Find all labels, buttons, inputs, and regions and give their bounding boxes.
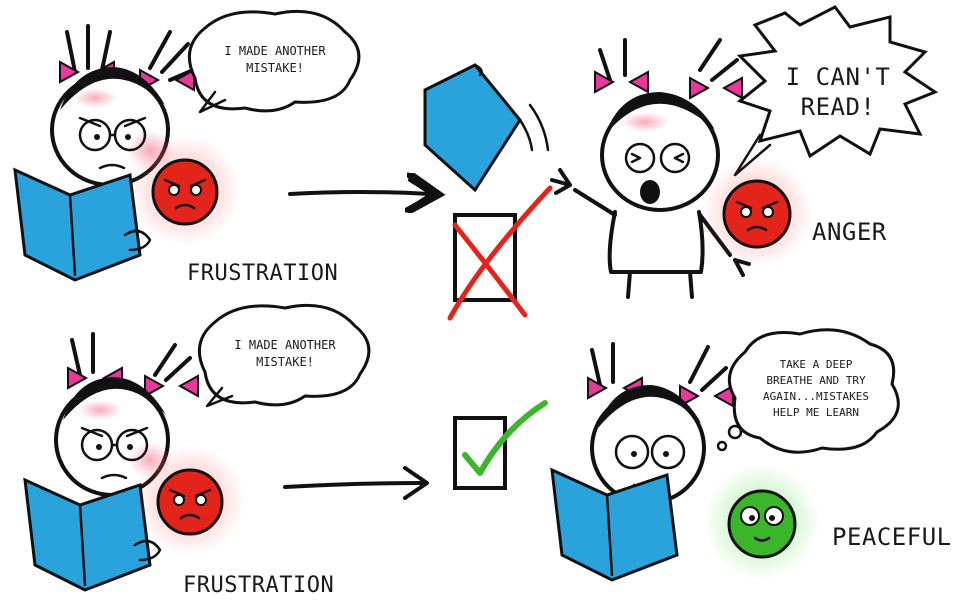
thought-line-4: HELP ME LEARN <box>773 406 859 419</box>
thought-bubble: TAKE A DEEP BREATHE AND TRY AGAIN...MIST… <box>716 328 900 454</box>
bubble-line-2: MISTAKE! <box>256 355 314 369</box>
girl-frustrated-bottom <box>23 332 199 592</box>
thought-line-3: AGAIN...MISTAKES <box>763 390 869 403</box>
speech-bubble-top: I MADE ANOTHER MISTAKE! <box>187 9 361 114</box>
anger-label: ANGER <box>812 218 887 246</box>
thought-line-2: BREATHE AND TRY <box>766 374 866 387</box>
bubble-line-2: MISTAKE! <box>246 61 304 75</box>
book-icon <box>23 477 152 592</box>
arrow-icon <box>288 192 430 194</box>
angry-face-icon <box>702 157 812 267</box>
frustration-label-top: FRUSTRATION <box>187 261 338 286</box>
angry-face-icon <box>130 135 240 245</box>
cross-mark-icon <box>447 185 553 321</box>
check-mark-icon <box>453 400 548 490</box>
thought-line-1: TAKE A DEEP <box>780 358 853 371</box>
angry-bubble-line-1: I CAN'T <box>786 63 891 91</box>
angry-bubble-line-2: READ! <box>801 93 876 121</box>
angry-speech-bubble: I CAN'T READ! <box>733 5 939 177</box>
peaceful-label: PEACEFUL <box>832 523 952 551</box>
arrow-icon <box>283 481 427 489</box>
girl-peaceful <box>550 342 734 582</box>
peaceful-face-icon <box>704 464 820 580</box>
angry-face-icon <box>135 445 245 555</box>
bubble-line-1: I MADE ANOTHER <box>224 44 326 58</box>
flying-book-icon <box>423 63 550 193</box>
book-icon <box>13 167 142 282</box>
frustration-label-bottom: FRUSTRATION <box>183 573 334 598</box>
girl-frustrated-top <box>13 24 200 282</box>
bubble-line-1: I MADE ANOTHER <box>234 338 336 352</box>
speech-bubble-bottom: I MADE ANOTHER MISTAKE! <box>197 303 371 408</box>
girl-angry <box>550 38 751 299</box>
